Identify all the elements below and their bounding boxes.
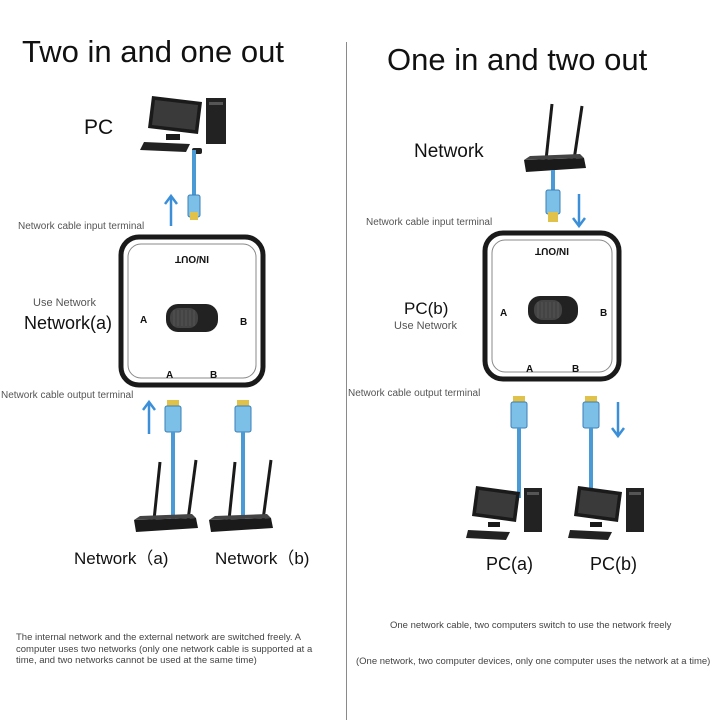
cable-a [164, 400, 182, 522]
input-cable [187, 150, 201, 220]
network-selected-label: Network(a) [24, 313, 113, 333]
input-cable [545, 170, 561, 222]
router-icon [134, 459, 198, 532]
cable-b [234, 400, 252, 522]
port-a-bottom: A [526, 364, 533, 375]
center-divider [346, 42, 347, 720]
input-terminal-label: Network cable input terminal [18, 221, 145, 232]
pc-b-label: PC(b) [590, 554, 638, 574]
left-description: The internal network and the external ne… [16, 632, 313, 666]
up-arrow-icon [164, 193, 178, 226]
down-arrow-icon [611, 402, 625, 439]
port-a-side: A [500, 308, 507, 319]
router-icon [209, 459, 273, 532]
network-a-label: Network（a) [74, 549, 169, 568]
output-terminal-label: Network cable output terminal [348, 388, 481, 399]
down-arrow-icon [572, 194, 586, 229]
port-b-bottom: B [572, 364, 579, 375]
port-a-side: A [140, 315, 147, 326]
router-icon [524, 103, 586, 172]
switch-device [118, 234, 266, 388]
pc-selected-label: PC(b) [404, 299, 449, 318]
pc-icon [568, 486, 644, 540]
pc-icon [466, 486, 542, 540]
cable-a [510, 396, 528, 498]
right-description: (One network, two computer devices, only… [356, 656, 711, 667]
right-note: One network cable, two computers switch … [390, 620, 672, 631]
output-terminal-label: Network cable output terminal [1, 390, 134, 401]
right-title: One in and two out [387, 42, 648, 77]
network-label: Network [414, 141, 484, 162]
port-a-bottom: A [166, 370, 173, 381]
network-b-label: Network（b) [215, 549, 310, 568]
pc-a-label: PC(a) [486, 554, 534, 574]
port-b-side: B [240, 317, 247, 328]
port-b-side: B [600, 308, 607, 319]
left-title: Two in and one out [22, 34, 284, 69]
pc-icon [140, 96, 226, 154]
cable-b [582, 396, 600, 498]
pc-label: PC [84, 116, 114, 139]
use-network-label: Use Network [394, 320, 457, 332]
up-arrow-icon [142, 399, 156, 434]
port-b-bottom: B [210, 370, 217, 381]
inout-label: IN/OUT [535, 245, 569, 256]
switch-device [482, 230, 622, 382]
switch-labels: IN/OUT A B A B [140, 253, 247, 381]
switch-labels: IN/OUT A B A B [500, 245, 607, 375]
inout-label: IN/OUT [175, 253, 209, 264]
use-network-label: Use Network [33, 297, 96, 309]
input-terminal-label: Network cable input terminal [366, 217, 493, 228]
